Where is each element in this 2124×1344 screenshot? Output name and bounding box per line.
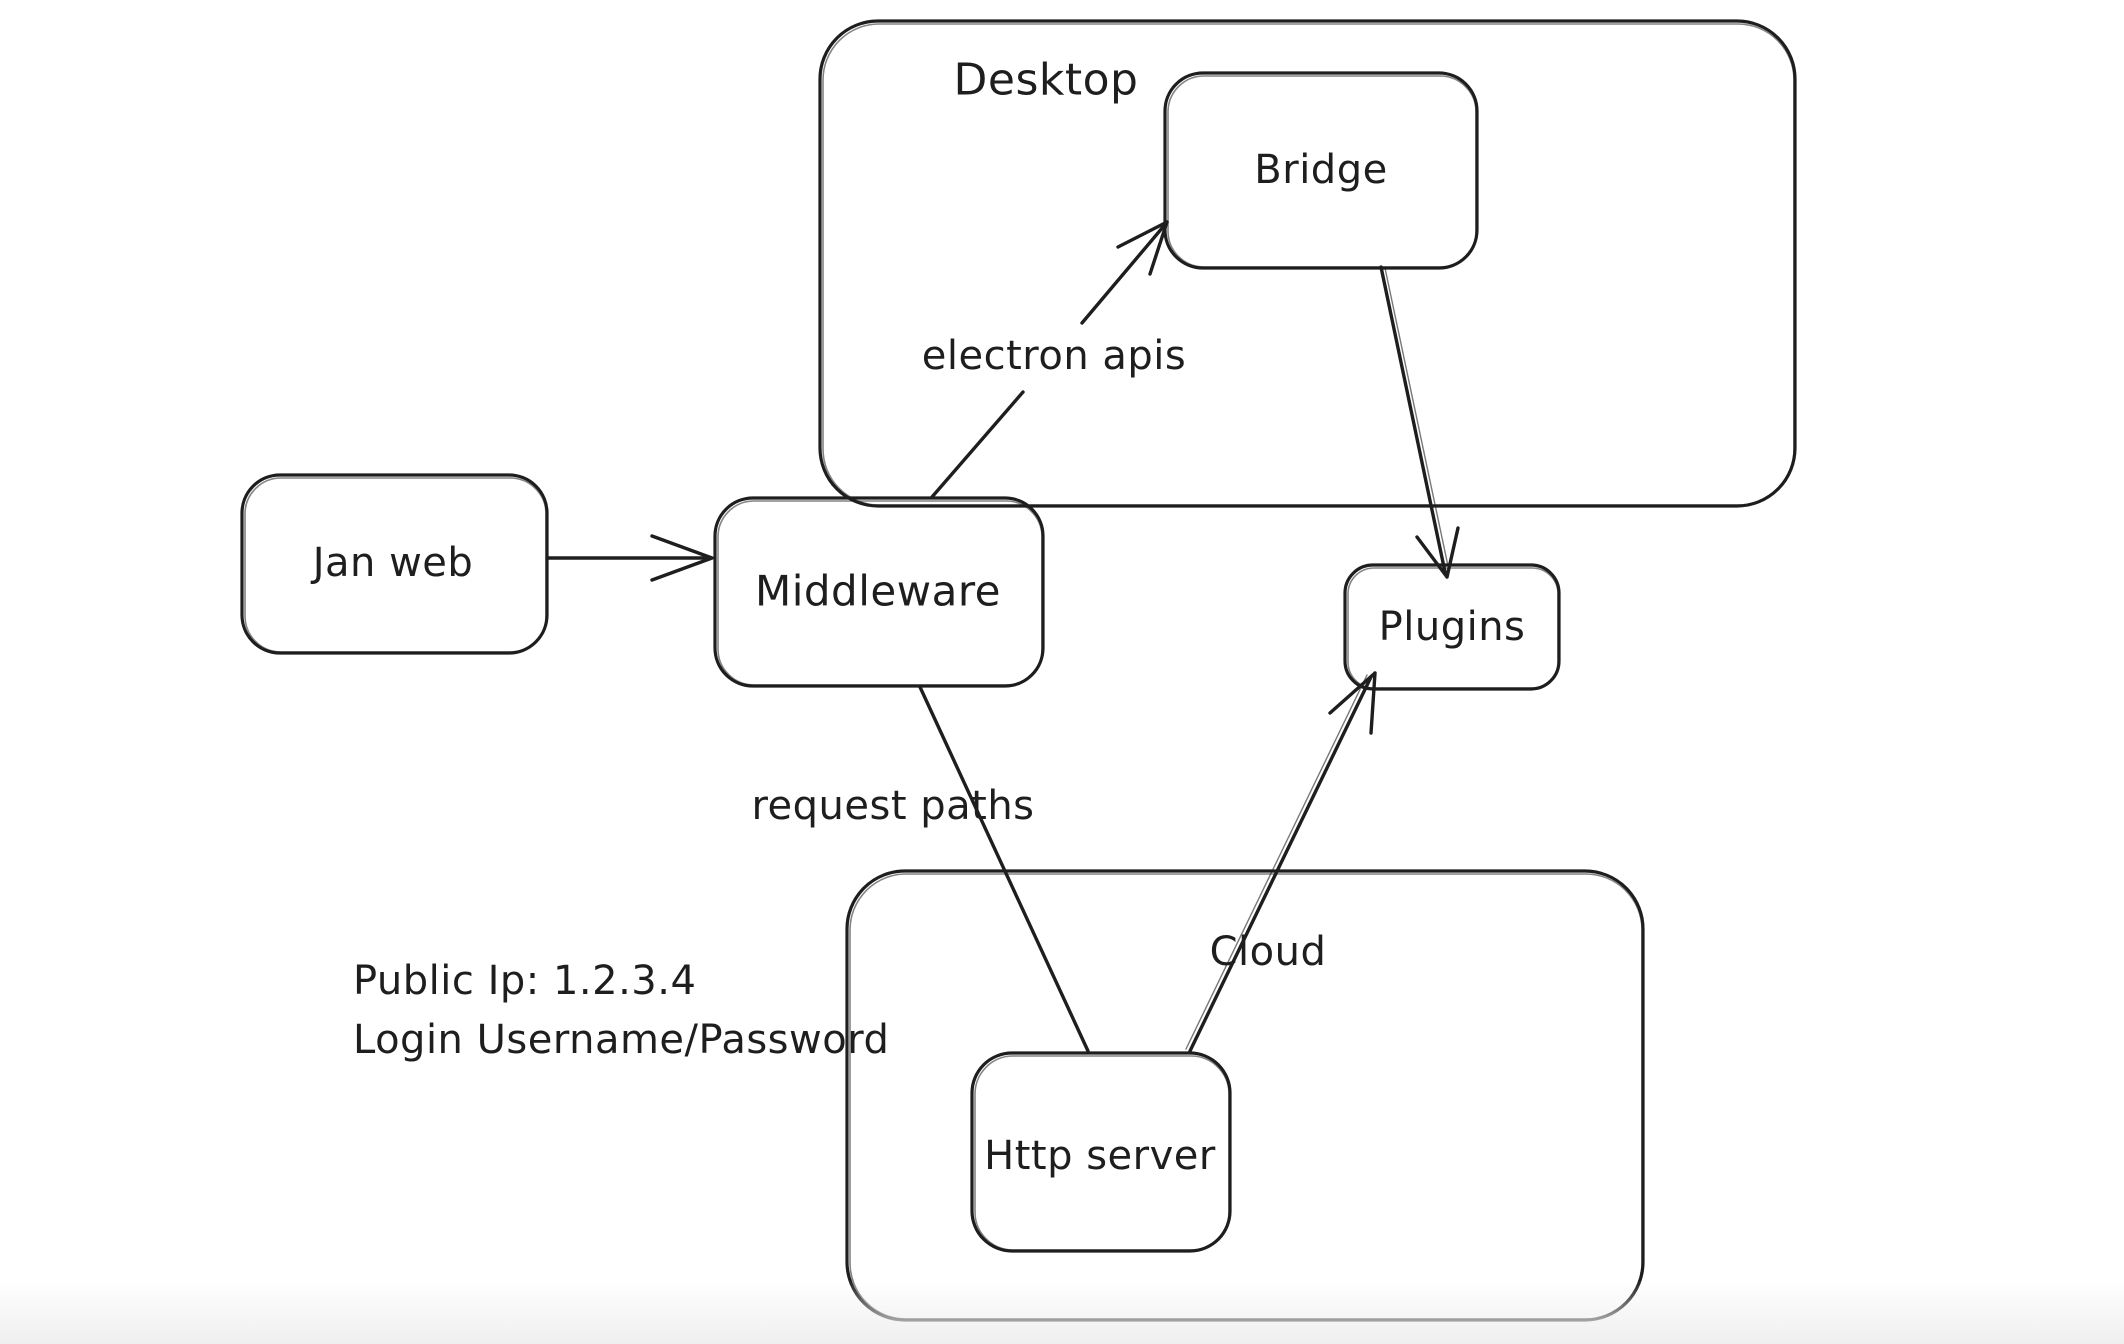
desktop-container-outline[interactable] — [818, 19, 1797, 508]
edge-http-server-to-plugins-line[interactable] — [1188, 675, 1373, 1053]
middleware-node-outline-sketch — [717, 500, 1043, 686]
annotation-public-ip[interactable]: Public Ip: 1.2.3.4 — [353, 958, 697, 1004]
bridge-node-outline-sketch — [1167, 75, 1477, 268]
edge-label-electron-apis[interactable]: electron apis — [921, 333, 1187, 379]
bridge-node-box[interactable] — [1163, 71, 1479, 270]
edge-label-request-paths[interactable]: request paths — [751, 783, 1035, 829]
desktop-container-label[interactable]: Desktop — [953, 54, 1139, 106]
edge-http-server-to-plugins[interactable] — [1185, 671, 1377, 1053]
edge-middleware-to-bridge[interactable] — [930, 220, 1169, 499]
plugins-node-label: Plugins — [1378, 604, 1526, 650]
jan-web-node-outline-sketch — [244, 477, 547, 653]
plugins-node-outline-sketch — [1347, 567, 1559, 689]
bridge-node-label: Bridge — [1254, 147, 1388, 193]
jan-web-node-label: Jan web — [312, 540, 474, 586]
middleware-node-outline[interactable] — [713, 496, 1045, 688]
edge-middleware-to-http-server[interactable] — [918, 685, 1090, 1053]
desktop-container-outline-sketch — [822, 23, 1795, 506]
jan-web-node-box[interactable] — [240, 473, 549, 655]
http-server-node-outline[interactable] — [970, 1051, 1232, 1253]
edge-jan-web-to-middleware-arrowhead-icon — [650, 534, 714, 582]
middleware-node-box[interactable] — [713, 496, 1045, 688]
plugins-node-outline[interactable] — [1343, 563, 1561, 691]
middleware-node-label: Middleware — [754, 566, 1002, 616]
bridge-node-outline[interactable] — [1163, 71, 1479, 270]
plugins-node-box[interactable] — [1343, 563, 1561, 691]
edge-jan-web-to-middleware[interactable] — [545, 534, 714, 582]
edge-bridge-to-plugins-line[interactable] — [1379, 265, 1447, 574]
edge-bridge-to-plugins-arrowhead-icon — [1415, 526, 1460, 579]
http-server-node-outline-sketch — [974, 1055, 1230, 1251]
edge-middleware-to-bridge-arrowhead-icon — [1116, 220, 1169, 276]
annotation-login-credentials[interactable]: Login Username/Password — [353, 1017, 890, 1063]
http-server-node-box[interactable] — [970, 1051, 1232, 1253]
edge-bridge-to-plugins[interactable] — [1379, 265, 1460, 579]
desktop-container-box[interactable] — [818, 19, 1797, 508]
http-server-node-label: Http server — [984, 1133, 1216, 1179]
jan-web-node-outline[interactable] — [240, 473, 549, 655]
edge-middleware-to-http-server-line[interactable] — [918, 685, 1090, 1053]
edge-http-server-to-plugins-line-sketch — [1185, 674, 1368, 1050]
cloud-container-label[interactable]: Cloud — [1209, 929, 1327, 975]
edge-middleware-to-bridge-line[interactable] — [930, 225, 1165, 499]
edge-http-server-to-plugins-arrowhead-icon — [1328, 671, 1377, 735]
edge-bridge-to-plugins-line-sketch — [1384, 267, 1449, 567]
